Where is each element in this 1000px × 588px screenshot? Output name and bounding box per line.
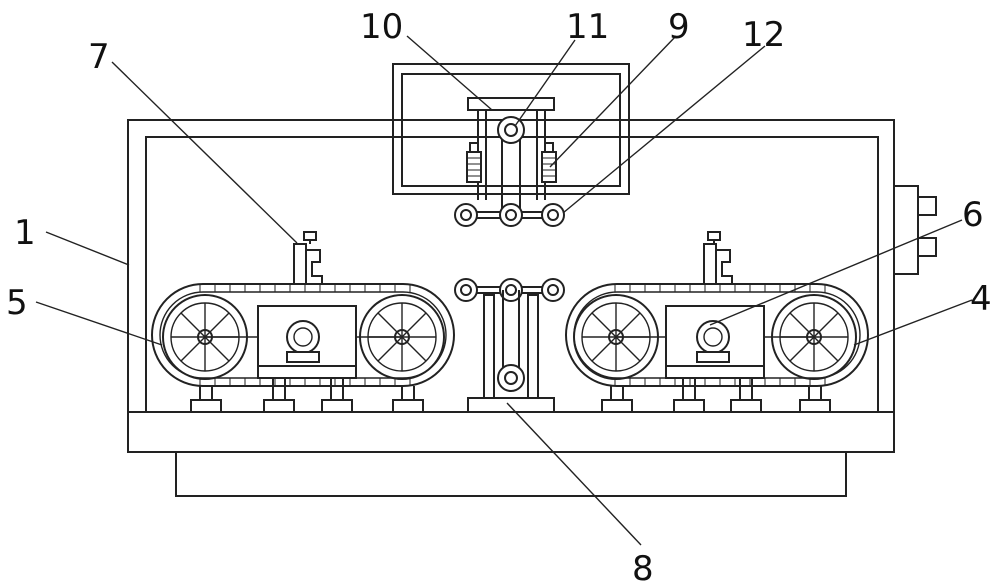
top-lift-mechanism	[454, 97, 565, 227]
label-6: 6	[962, 195, 984, 235]
label-5: 5	[6, 283, 28, 323]
label-11: 11	[566, 7, 609, 47]
label-4: 4	[970, 279, 992, 319]
label-9: 9	[668, 7, 690, 47]
label-10: 10	[360, 7, 403, 47]
label-8: 8	[632, 549, 654, 588]
leader-lines	[35, 35, 973, 546]
callout-numbers: 1 5 7 10 11 9 12 6 4 8	[6, 7, 992, 588]
right-conveyor	[565, 231, 869, 413]
label-7: 7	[88, 37, 110, 77]
label-12: 12	[742, 15, 785, 55]
top-housing	[392, 63, 630, 195]
main-frame	[127, 119, 895, 497]
left-conveyor	[151, 231, 455, 413]
label-1: 1	[14, 213, 36, 253]
bottom-lift-mechanism	[454, 278, 565, 413]
side-connector-block	[893, 185, 937, 275]
